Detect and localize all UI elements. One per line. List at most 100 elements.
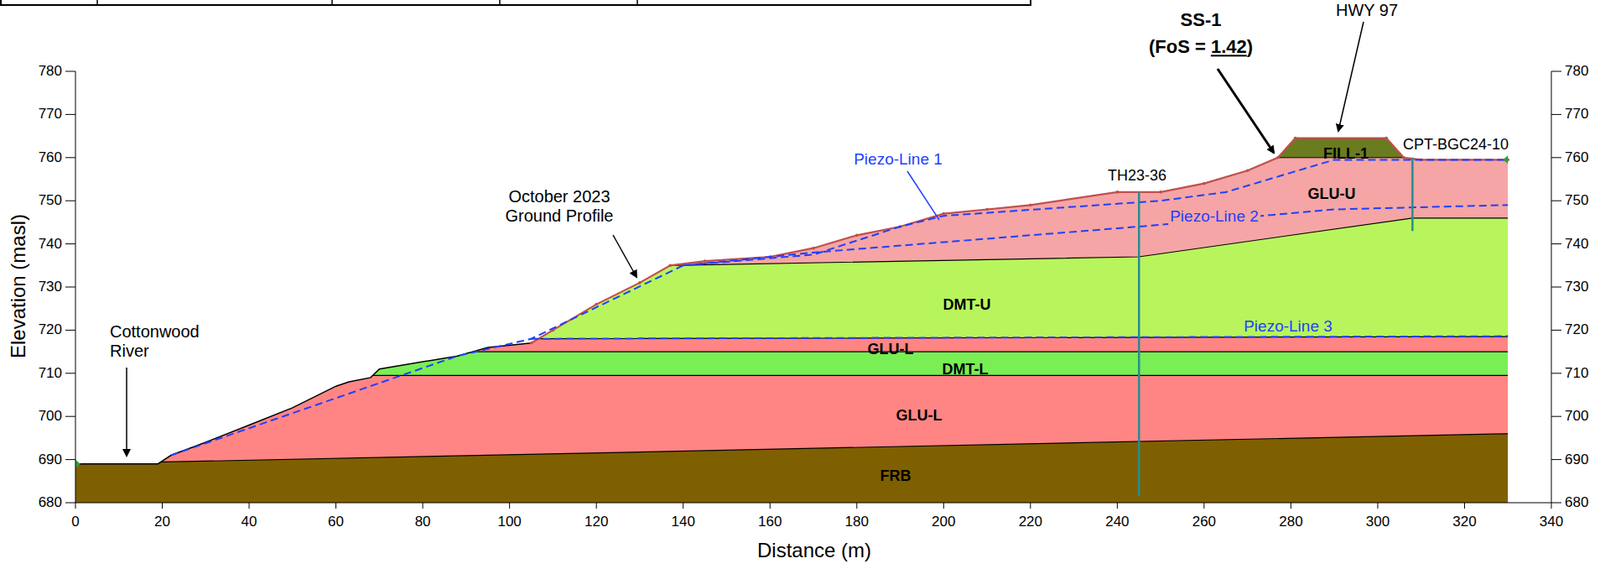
tick (1464, 502, 1465, 509)
tick (856, 502, 858, 509)
soil-layer (75, 351, 1508, 503)
tick-label: 40 (241, 513, 258, 530)
tick-label: 770 (38, 106, 63, 124)
tick-label: 200 (931, 513, 956, 530)
borehole-line (1137, 192, 1141, 496)
profile-point (1385, 136, 1389, 141)
tick-label: 340 (1539, 513, 1564, 530)
tick (509, 502, 510, 509)
profile-point (1028, 203, 1033, 208)
profile-point (811, 246, 816, 250)
layer-boundary (75, 374, 1508, 376)
fos-text: (FoS = (1148, 36, 1206, 58)
tick (65, 286, 76, 288)
profile-point (1158, 190, 1163, 194)
tick-label: 760 (38, 149, 63, 167)
profile-label: October 2023 Ground Profile (496, 187, 623, 226)
tick (65, 502, 76, 504)
tick-label: 680 (1564, 493, 1589, 511)
tick (1376, 502, 1378, 509)
tick (1029, 502, 1031, 509)
profile-point (1293, 136, 1298, 141)
tick-label: 710 (38, 364, 63, 382)
ground-profile (531, 138, 1509, 343)
soil-layer (75, 218, 1508, 503)
tick (65, 71, 76, 73)
layer-boundary (75, 351, 1508, 353)
tick-label: 750 (38, 192, 63, 209)
callout-arrow (612, 234, 637, 277)
tick-label: 700 (38, 407, 63, 425)
tick (422, 502, 424, 509)
tick (1551, 502, 1553, 509)
tick (1551, 243, 1562, 245)
boundary-marker (75, 459, 81, 468)
piezo-line (171, 159, 1508, 455)
tick (65, 415, 76, 417)
road-label: HWY 97 (1335, 0, 1398, 21)
piezo-line (683, 204, 1508, 265)
piezo-label: Piezo-Line 3 (1241, 317, 1335, 335)
profile-point (985, 207, 989, 212)
soil-layer (75, 28, 1508, 503)
tick-label: 700 (1564, 407, 1589, 425)
tick-label: 260 (1192, 513, 1216, 530)
piezo-label: Piezo-Line 1 (853, 150, 943, 169)
layer-label: DMT-L (942, 360, 989, 379)
profile-point (703, 259, 707, 263)
callout-arrow (125, 367, 128, 456)
tick-label: 730 (1564, 278, 1589, 296)
tick (65, 114, 76, 115)
ground-line (75, 342, 532, 464)
tick-label: 0 (71, 513, 79, 530)
profile-point (668, 264, 672, 268)
boundary-marker (1502, 155, 1508, 164)
tick-label: 680 (38, 493, 63, 511)
tick (1203, 502, 1205, 509)
tick (943, 502, 945, 509)
tick-label: 140 (671, 513, 696, 530)
tick-label: 180 (845, 513, 869, 530)
tick-label: 750 (1564, 192, 1589, 209)
factor-of-safety: (FoS =1.42) (1148, 36, 1253, 58)
callout-title: SS-1 (1180, 9, 1222, 31)
tick-label: 280 (1278, 513, 1303, 530)
tick-label: 690 (1564, 451, 1589, 468)
table-border (636, 0, 639, 6)
x-axis (75, 502, 1552, 504)
profile-point (1116, 190, 1120, 194)
tick-label: 740 (38, 235, 63, 253)
tick-label: 220 (1018, 513, 1043, 530)
tick-label: 730 (38, 278, 63, 296)
tick (1551, 71, 1562, 73)
profile-point (942, 212, 946, 216)
tick-label: 120 (584, 513, 608, 530)
layer-label: GLU-U (1308, 185, 1356, 203)
tick (1116, 502, 1118, 509)
tick (65, 372, 76, 374)
layer-label: GLU-L (867, 340, 915, 359)
tick-label: 690 (38, 451, 63, 468)
tick-label: 740 (1564, 235, 1589, 253)
tick-label: 300 (1366, 513, 1390, 530)
tick (75, 502, 77, 509)
tick-label: 20 (154, 513, 171, 530)
tick (1551, 415, 1562, 417)
layer-boundary (75, 336, 1508, 339)
tick (1551, 114, 1562, 115)
tick (1551, 372, 1562, 374)
tick-label: 760 (1564, 149, 1589, 167)
layer-label: FILL-1 (1323, 145, 1369, 163)
layer-label: GLU-L (896, 406, 943, 425)
borehole-label: TH23-36 (1107, 166, 1167, 185)
tick-label: 780 (1564, 62, 1589, 80)
table-border (0, 0, 1031, 6)
tick-label: 100 (497, 513, 521, 530)
axis-title: Elevation (masl) (6, 213, 31, 359)
leader-line (907, 171, 940, 220)
tick (335, 502, 337, 509)
tick (65, 200, 76, 202)
cpt-label: CPT-BGC24-10 (1402, 135, 1509, 154)
tick (682, 502, 684, 509)
